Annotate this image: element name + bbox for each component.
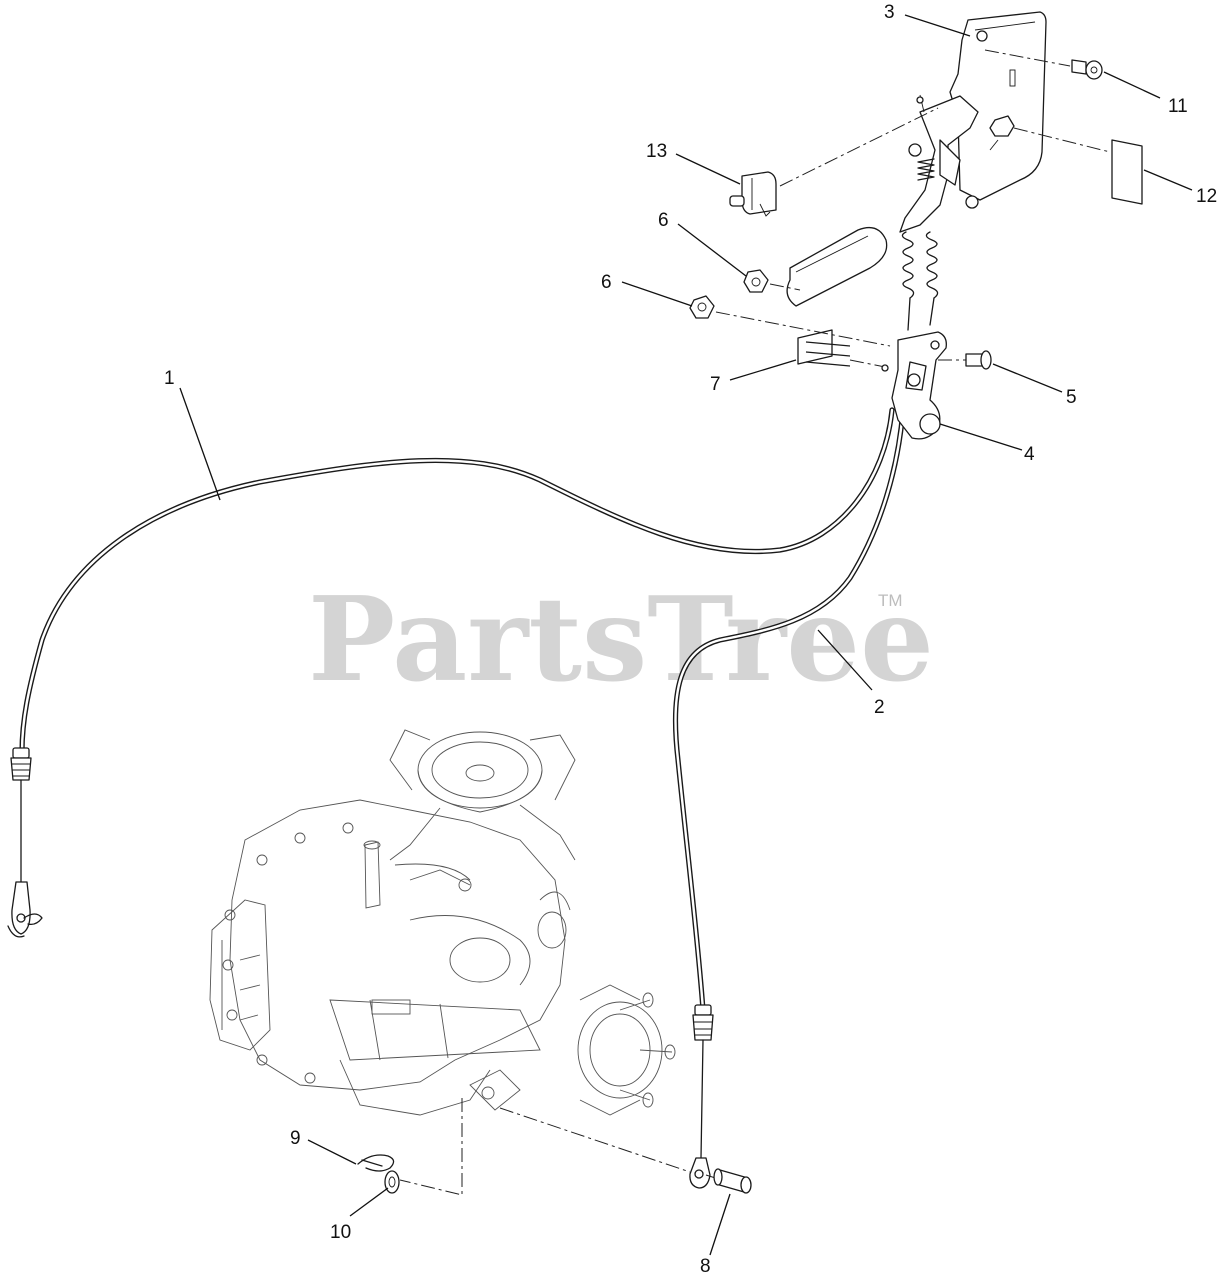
decal[interactable] [1013, 127, 1143, 205]
watermark-trademark: TM [878, 591, 903, 610]
watermark-brand: PartsTree [308, 572, 934, 708]
pedal-switch[interactable] [729, 107, 939, 217]
assembly-lines-bottom [399, 1098, 729, 1196]
cable-1[interactable] [7, 407, 895, 938]
hairpin-cotter[interactable] [357, 1154, 395, 1172]
callout-5: 5 [1066, 387, 1077, 408]
leader-lines [179, 14, 1193, 1256]
callout-9: 9 [290, 1128, 301, 1149]
cable-bracket[interactable] [891, 331, 947, 440]
callout-13: 13 [646, 141, 667, 162]
transmission-assembly [209, 729, 676, 1116]
callout-11: 11 [1168, 96, 1188, 117]
retaining-clip[interactable] [797, 329, 891, 372]
return-springs [901, 158, 939, 331]
clevis-pin[interactable] [938, 350, 992, 370]
cable-2[interactable] [672, 407, 906, 1189]
callout-labels: 1 2 3 4 5 6 6 7 8 9 10 11 12 13 [164, 2, 1217, 1277]
flat-washer[interactable] [384, 1170, 400, 1194]
callout-2: 2 [874, 697, 885, 718]
callout-7: 7 [710, 374, 721, 395]
watermark: PartsTree TM [308, 572, 934, 708]
clevis-pin-lower[interactable] [713, 1168, 752, 1194]
callout-3: 3 [884, 2, 895, 23]
callout-4: 4 [1024, 444, 1035, 465]
callout-10: 10 [330, 1222, 351, 1243]
callout-8: 8 [700, 1256, 711, 1277]
callout-1: 1 [164, 368, 175, 389]
callout-6-lower: 6 [601, 272, 612, 293]
pedal-lever[interactable] [786, 94, 979, 307]
shoulder-bolt[interactable] [984, 49, 1103, 80]
flange-nuts[interactable] [689, 269, 891, 347]
callout-12: 12 [1196, 186, 1217, 207]
callout-6-upper: 6 [658, 210, 669, 231]
pedal-bracket[interactable] [949, 11, 1047, 209]
